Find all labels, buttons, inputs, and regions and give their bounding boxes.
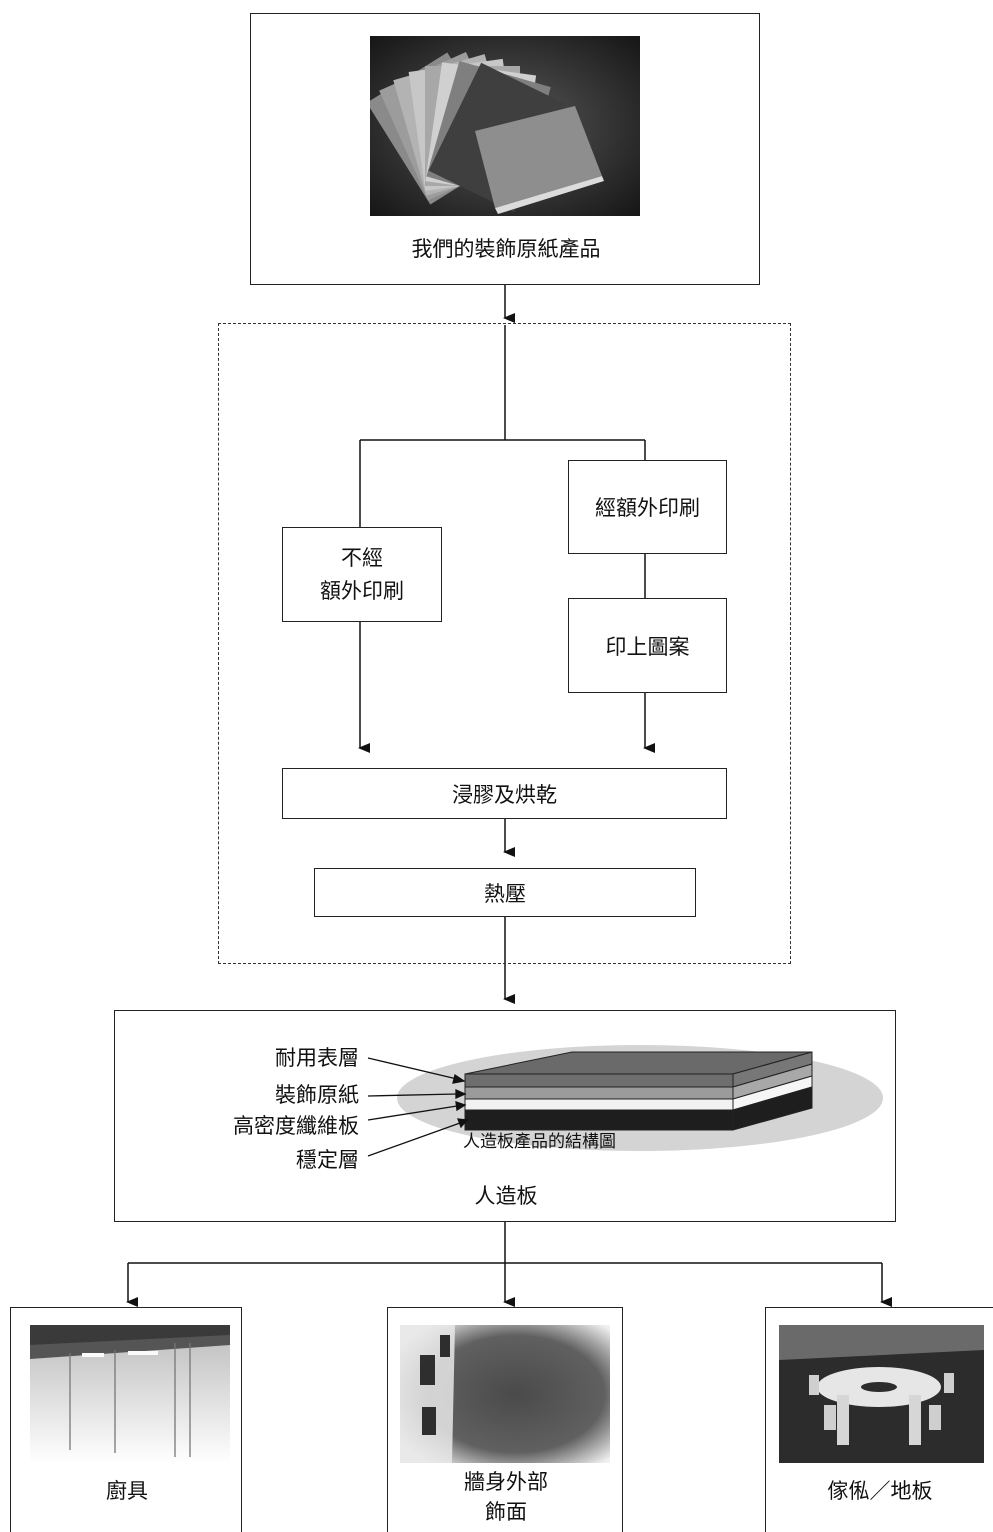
layer-label-surface: 耐用表層 (275, 1046, 359, 1070)
layer-label-stabilizer: 穩定層 (296, 1148, 359, 1172)
facade-label: 牆身外部 (464, 1470, 548, 1494)
impregnate-dry-label: 浸膠及烘乾 (452, 782, 557, 807)
furniture-box: 傢俬／地板 (765, 1307, 993, 1532)
furniture-label: 傢俬／地板 (827, 1479, 933, 1503)
board-structure-diagram (367, 1045, 883, 1157)
kitchen-label: 廚具 (106, 1479, 148, 1503)
impregnate-dry-step: 浸膠及烘乾 (282, 768, 727, 819)
facade-photo (400, 1325, 610, 1463)
extra-print-label: 經額外印刷 (595, 496, 700, 520)
no-extra-print-line1: 不經 (341, 545, 383, 570)
pattern-print-step: 印上圖案 (568, 598, 727, 693)
kitchen-box: 廚具 (10, 1307, 242, 1532)
product-caption: 我們的裝飾原紙產品 (411, 237, 601, 261)
hot-press-label: 熱壓 (484, 881, 526, 906)
kitchen-photo (30, 1325, 230, 1463)
no-extra-print-line2: 額外印刷 (320, 578, 404, 603)
facade-box: 牆身外部 飾面 (387, 1307, 623, 1532)
facade-label-line2: 飾面 (485, 1500, 527, 1524)
board-title: 人造板 (474, 1184, 538, 1208)
pattern-print-label: 印上圖案 (605, 634, 690, 659)
extra-print-step: 經額外印刷 (568, 460, 727, 554)
furniture-photo (779, 1325, 984, 1463)
decor-paper-photo (370, 36, 640, 216)
hot-press-step: 熱壓 (314, 868, 696, 917)
layer-label-hdf: 高密度纖維板 (233, 1114, 359, 1138)
layer-label-decor-paper: 裝飾原紙 (275, 1083, 359, 1107)
product-box: 我們的裝飾原紙產品 (250, 13, 760, 285)
no-extra-print-step: 不經 額外印刷 (282, 527, 442, 622)
process-region (218, 323, 791, 964)
structure-caption: 人造板產品的結構圖 (463, 1132, 616, 1152)
board-box: 耐用表層 裝飾原紙 高密度纖維板 穩定層 人造板產品的結構圖 人造板 (114, 1010, 896, 1222)
